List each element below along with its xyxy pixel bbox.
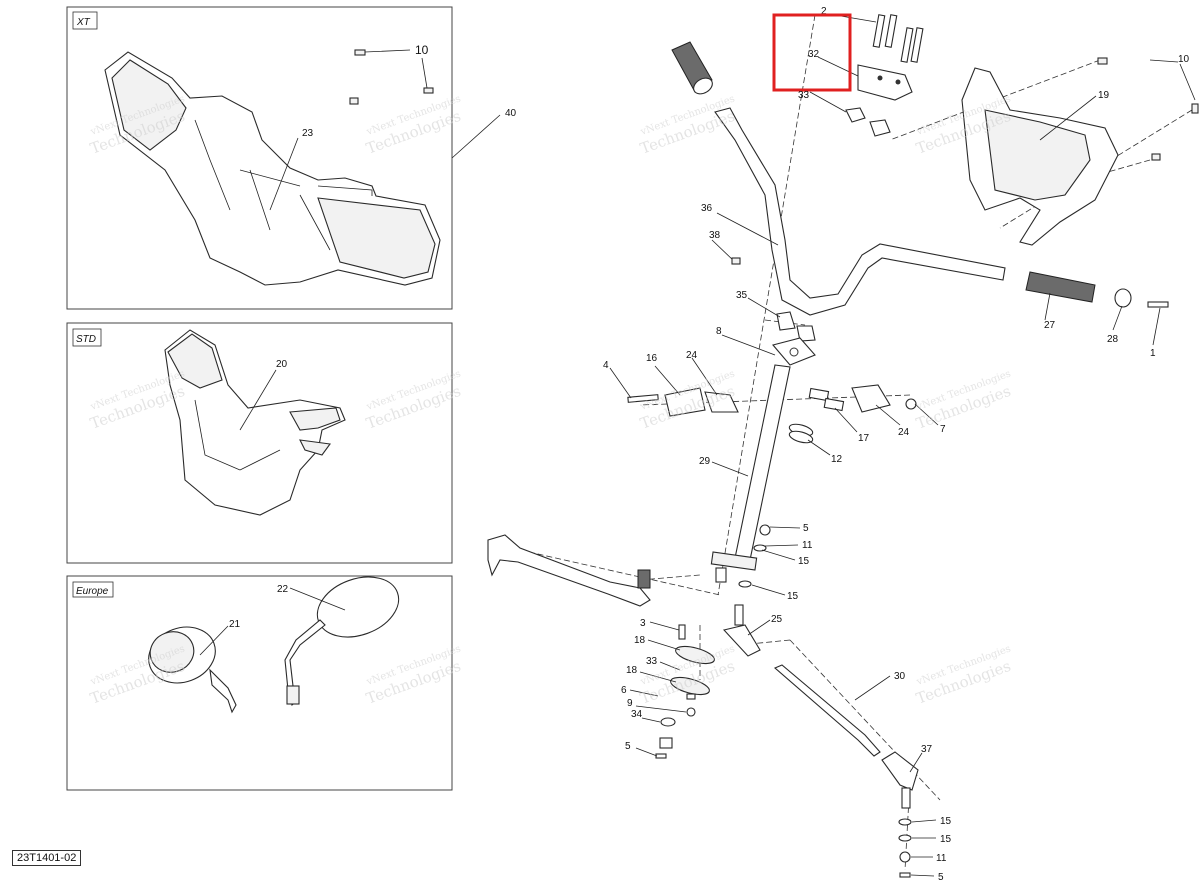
callout-33-bottom: 33 <box>646 656 658 667</box>
part-17-sleeve <box>808 387 845 412</box>
callout-15-c: 15 <box>940 816 952 827</box>
callout-18-b: 18 <box>626 665 638 676</box>
callout-32: 32 <box>808 49 820 60</box>
part-12-o-rings <box>788 423 814 444</box>
callout-1: 1 <box>1150 348 1156 359</box>
part-grip-left <box>671 41 713 95</box>
part-24-bushing-left <box>704 391 739 413</box>
callout-10-xt: 10 <box>415 43 429 57</box>
callout-23: 23 <box>302 128 314 139</box>
part-7-nut <box>905 398 917 410</box>
inset-std: STD 20 <box>66 322 453 564</box>
part-29-steering-column <box>710 364 791 583</box>
part-21-mirror <box>148 626 237 714</box>
bottom-hardware <box>898 818 912 878</box>
callout-2: 2 <box>821 6 827 17</box>
part-8-plate <box>772 337 816 366</box>
callout-27: 27 <box>1044 320 1056 331</box>
callout-19: 19 <box>1098 90 1110 101</box>
inset-europe: Europe 21 22 <box>66 575 453 791</box>
callout-17: 17 <box>858 433 870 444</box>
part-20-std-seat <box>164 329 346 516</box>
callout-8: 8 <box>716 326 722 337</box>
callout-25: 25 <box>771 614 783 625</box>
callout-15-a: 15 <box>798 556 810 567</box>
part-24-bushing-right <box>851 384 891 413</box>
callout-33-top: 33 <box>798 90 810 101</box>
bolt-10-xt <box>349 49 434 105</box>
part-37-tie-rod-end <box>881 751 919 809</box>
callout-28: 28 <box>1107 334 1119 345</box>
inset-xt: XT 10 23 <box>66 6 453 310</box>
part-27-grip-right <box>1025 271 1096 303</box>
callout-22: 22 <box>277 584 289 595</box>
part-35-clamp <box>776 311 816 342</box>
part-22-mirror <box>284 576 400 706</box>
part-30-tie-rod <box>773 664 881 757</box>
callout-20: 20 <box>276 359 288 370</box>
part-33-clamp-halves <box>845 107 891 137</box>
diagram-code: 23T1401-02 <box>12 850 82 866</box>
callout-38: 38 <box>709 230 721 241</box>
highlight-box <box>772 13 852 92</box>
part-25-tie-rod-end <box>722 604 761 657</box>
callout-9: 9 <box>627 698 633 709</box>
callout-34: 34 <box>631 709 643 720</box>
part-2-bolts <box>872 14 924 63</box>
callout-12: 12 <box>831 454 843 465</box>
callout-21: 21 <box>229 619 241 630</box>
callout-5-top: 5 <box>803 523 809 534</box>
callout-5-bottom-right: 5 <box>938 872 944 882</box>
inset-std-tag: STD <box>76 334 96 345</box>
part-23-xt-seat <box>104 51 441 286</box>
callout-15-b: 15 <box>787 591 799 602</box>
callout-24-left: 24 <box>686 350 698 361</box>
callout-29: 29 <box>699 456 711 467</box>
column-hardware <box>738 524 771 588</box>
callout-7: 7 <box>940 424 946 435</box>
callout-18-a: 18 <box>634 635 646 646</box>
part-36-handlebar <box>714 107 1006 316</box>
callout-40: 40 <box>505 108 517 119</box>
callout-30: 30 <box>894 671 906 682</box>
callout-11-bottom: 11 <box>936 853 947 864</box>
callout-6: 6 <box>621 685 627 696</box>
part-4-bolt <box>627 394 659 403</box>
part-32-clamp <box>857 64 913 101</box>
part-16-bracket <box>664 387 706 417</box>
part-19-handguard <box>961 67 1119 246</box>
callout-24-right: 24 <box>898 427 910 438</box>
inset-xt-tag: XT <box>76 17 91 28</box>
callout-3: 3 <box>640 618 646 629</box>
part-1-screw <box>1147 301 1169 308</box>
callout-10-main: 10 <box>1178 54 1190 65</box>
callout-4: 4 <box>603 360 609 371</box>
callout-35: 35 <box>736 290 748 301</box>
callout-16: 16 <box>646 353 658 364</box>
inset-europe-tag: Europe <box>76 586 109 597</box>
callout-5-bottom-left: 5 <box>625 741 631 752</box>
callout-37: 37 <box>921 744 933 755</box>
lower-stack <box>655 624 715 759</box>
part-28-end <box>1114 288 1132 308</box>
part-left-tie-rod <box>487 534 651 607</box>
callout-11-top: 11 <box>802 540 813 551</box>
callout-36: 36 <box>701 203 713 214</box>
callout-15-d: 15 <box>940 834 952 845</box>
